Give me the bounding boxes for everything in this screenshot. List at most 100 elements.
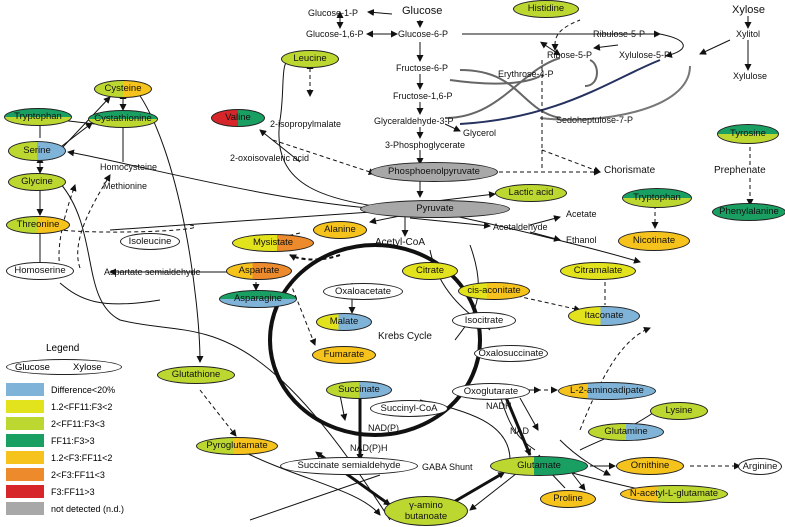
- node-succinate-semialdehyde[interactable]: Succinate semialdehyde: [280, 457, 418, 475]
- legend: Legend Glucose Xylose Difference<20%1.2<…: [6, 343, 166, 523]
- node-pep[interactable]: Phosphoenolpyruvate: [370, 162, 498, 182]
- isopropylmalate-label: 2-isopropylmalate: [270, 119, 342, 129]
- glucose-6p-label: Glucose-6-P: [398, 29, 449, 39]
- node-mysistate[interactable]: Mysistate: [232, 234, 314, 252]
- methionine-label: Methionine: [103, 181, 148, 191]
- node-glutathione[interactable]: Glutathione: [157, 366, 235, 384]
- phosphoglycerate-label: 3-Phosphoglycerate: [385, 140, 466, 150]
- node-succinate[interactable]: Succinate: [326, 381, 392, 399]
- node-oxalosuccinate[interactable]: Oxalosuccinate: [474, 345, 548, 362]
- node-itaconate[interactable]: Itaconate: [568, 306, 640, 326]
- glucose-label: Glucose: [402, 5, 443, 17]
- legend-row: not detected (n.d.): [6, 502, 166, 515]
- node-glutamine[interactable]: Glutamine: [588, 423, 664, 441]
- node-phenylalanine[interactable]: Phenylalanine: [712, 203, 785, 221]
- krebs-cycle-ring: [268, 243, 482, 437]
- fructose-6p-label: Fructose-6-P: [396, 63, 449, 73]
- node-histidine[interactable]: Histidine: [513, 0, 579, 18]
- g3p-label: Glyceraldehyde-3-P: [374, 116, 454, 126]
- node-leucine[interactable]: Leucine: [281, 50, 339, 68]
- legend-swatch: [6, 417, 44, 430]
- node-cysteine[interactable]: Cysteine: [94, 80, 152, 98]
- nad-label: NAD: [510, 426, 530, 436]
- legend-swatch: [6, 485, 44, 498]
- node-glutamate[interactable]: Glutamate: [490, 456, 588, 476]
- legend-row: 2<F3:FF11<3: [6, 468, 166, 481]
- nadp-label: NAD(P): [368, 423, 399, 433]
- glucose-1p-label: Glucose-1-P: [308, 8, 359, 18]
- node-alanine[interactable]: Alanine: [313, 221, 367, 239]
- legend-swatch: [6, 383, 44, 396]
- acetate-label: Acetate: [566, 209, 597, 219]
- node-isoleucine[interactable]: Isoleucine: [120, 233, 180, 250]
- legend-swatch: [6, 400, 44, 413]
- legend-text: 1.2<FF11:F3<2: [51, 402, 113, 412]
- xylulose-5p-label: Xylulose-5-P: [619, 50, 671, 60]
- sedoheptulose-7p-label: Sedoheptulose-7-P: [556, 115, 634, 125]
- node-threonine[interactable]: Threonine: [6, 216, 70, 234]
- legend-text: 1.2<F3:FF11<2: [51, 453, 113, 463]
- node-citramalate[interactable]: Citramalate: [560, 262, 636, 280]
- node-arginine[interactable]: Arginine: [738, 458, 782, 475]
- node-succinyl-coa[interactable]: Succinyl-CoA: [370, 400, 448, 417]
- node-ornithine[interactable]: Ornithine: [616, 457, 684, 475]
- node-tryptophan-right[interactable]: Tryptophan: [622, 188, 692, 208]
- ribulose-5p-label: Ribulose-5-P: [593, 29, 646, 39]
- xylose-label: Xylose: [732, 4, 766, 16]
- xylitol-label: Xylitol: [736, 29, 761, 39]
- node-serine[interactable]: Serine: [8, 141, 66, 161]
- legend-swatch: [6, 468, 44, 481]
- aspartate-semialdehyde-label: Aspartate semialdehyde: [104, 267, 201, 277]
- legend-text: 2<FF11:F3<3: [51, 419, 105, 429]
- node-cystathionine[interactable]: Cystathionine: [88, 110, 158, 128]
- xylulose-label: Xylulose: [733, 71, 768, 81]
- node-asparagine[interactable]: Asparagine: [219, 290, 297, 308]
- node-tyrosine[interactable]: Tyrosine: [717, 124, 779, 144]
- node-oxaloacetate[interactable]: Oxaloacetate: [323, 283, 403, 300]
- legend-row: FF11:F3>3: [6, 434, 166, 447]
- node-aspartate[interactable]: Aspartate: [226, 262, 292, 280]
- gaba-shunt-label: GABA Shunt: [422, 462, 473, 472]
- node-lactic-acid[interactable]: Lactic acid: [495, 184, 567, 202]
- node-proline[interactable]: Proline: [540, 490, 596, 508]
- chorismate-label: Chorismate: [604, 165, 656, 176]
- homocysteine-label: Homocysteine: [100, 162, 158, 172]
- node-n-acetyl-glutamate[interactable]: N-acetyl-L-glutamate: [620, 485, 728, 503]
- erythrose-4p-label: Erythrose-4-P: [498, 69, 554, 79]
- node-malate[interactable]: Malate: [316, 313, 372, 331]
- glycerol-label: Glycerol: [463, 128, 497, 138]
- acetaldehyde-label: Acetaldehyde: [493, 222, 548, 232]
- legend-text: not detected (n.d.): [51, 504, 125, 514]
- node-pyruvate[interactable]: Pyruvate: [360, 200, 510, 218]
- node-tryptophan-left[interactable]: Tryptophan: [4, 108, 72, 126]
- legend-text: 2<F3:FF11<3: [51, 470, 105, 480]
- fructose-16p-label: Fructose-1,6-P: [393, 91, 453, 101]
- node-nicotinate[interactable]: Nicotinate: [618, 231, 690, 251]
- node-gaba[interactable]: γ-amino butanoate: [384, 496, 468, 526]
- gaba-line-1: γ-amino: [409, 499, 443, 511]
- node-citrate[interactable]: Citrate: [402, 262, 458, 280]
- oxoisovaleric-label: 2-oxoisovaleric acid: [230, 153, 310, 163]
- legend-text: FF11:F3>3: [51, 436, 95, 446]
- legend-row: Difference<20%: [6, 383, 166, 396]
- prephenate-label: Prephenate: [714, 165, 766, 176]
- node-oxoglutarate[interactable]: Oxoglutarate: [452, 383, 530, 400]
- node-lysine[interactable]: Lysine: [650, 402, 708, 420]
- node-valine[interactable]: Valine: [211, 109, 265, 127]
- node-pyroglutamate[interactable]: Pyroglutamate: [196, 437, 278, 455]
- node-l2-aminoadipate[interactable]: L-2-aminoadipate: [558, 382, 656, 400]
- legend-swatch: [6, 502, 44, 515]
- node-cis-aconitate[interactable]: cis-aconitate: [458, 282, 530, 300]
- node-isocitrate[interactable]: Isocitrate: [452, 312, 516, 329]
- legend-glucose-xylose-key: Glucose Xylose: [6, 359, 122, 375]
- nadph-label: NAD(P)H: [350, 443, 388, 453]
- node-fumarate[interactable]: Fumarate: [312, 346, 376, 364]
- legend-text: F3:FF11>3: [51, 487, 95, 497]
- node-homoserine[interactable]: Homoserine: [6, 262, 74, 280]
- node-glycine[interactable]: Glycine: [8, 173, 66, 191]
- legend-xylose: Xylose: [73, 362, 102, 373]
- legend-swatch: [6, 451, 44, 464]
- legend-row: 2<FF11:F3<3: [6, 417, 166, 430]
- legend-swatch: [6, 434, 44, 447]
